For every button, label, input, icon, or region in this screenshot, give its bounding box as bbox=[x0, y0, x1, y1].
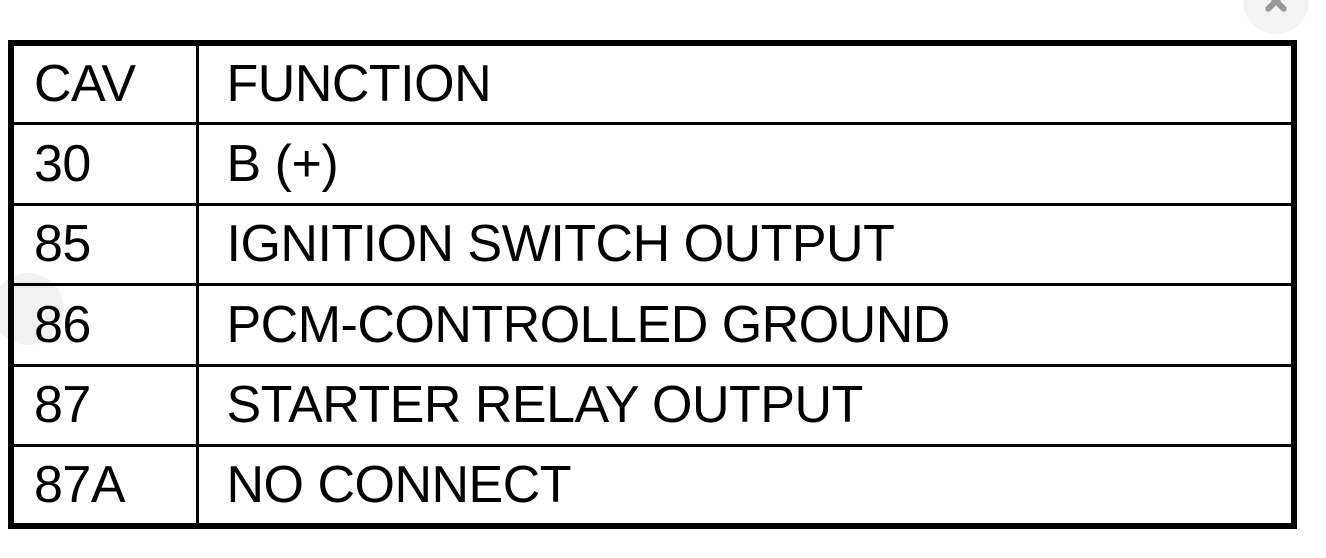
cell-function: NO CONNECT bbox=[195, 444, 1296, 528]
column-header-function: FUNCTION bbox=[195, 41, 1296, 125]
cell-function: PCM-CONTROLLED GROUND bbox=[195, 283, 1296, 367]
table-header-row: CAV FUNCTION bbox=[9, 41, 1296, 125]
cav-function-table: CAV FUNCTION 30 B (+) 85 IGNITION SWITCH… bbox=[8, 40, 1297, 529]
cell-cav: 30 bbox=[9, 122, 199, 206]
table-row: 30 B (+) bbox=[9, 122, 1296, 206]
table-row: 85 IGNITION SWITCH OUTPUT bbox=[9, 202, 1296, 286]
table-row: 86 PCM-CONTROLLED GROUND bbox=[9, 283, 1296, 367]
close-icon bbox=[1243, 0, 1309, 34]
cell-cav: 87A bbox=[9, 444, 199, 528]
cell-cav: 86 bbox=[9, 283, 199, 367]
cell-cav: 85 bbox=[9, 202, 199, 286]
cell-function: B (+) bbox=[195, 122, 1296, 206]
table-row: 87 STARTER RELAY OUTPUT bbox=[9, 363, 1296, 447]
table-row: 87A NO CONNECT bbox=[9, 444, 1296, 528]
cell-function: IGNITION SWITCH OUTPUT bbox=[195, 202, 1296, 286]
close-button[interactable] bbox=[1243, 0, 1309, 34]
table-body: CAV FUNCTION 30 B (+) 85 IGNITION SWITCH… bbox=[9, 41, 1296, 528]
column-header-cav: CAV bbox=[9, 41, 199, 125]
cell-cav: 87 bbox=[9, 363, 199, 447]
cell-function: STARTER RELAY OUTPUT bbox=[195, 363, 1296, 447]
